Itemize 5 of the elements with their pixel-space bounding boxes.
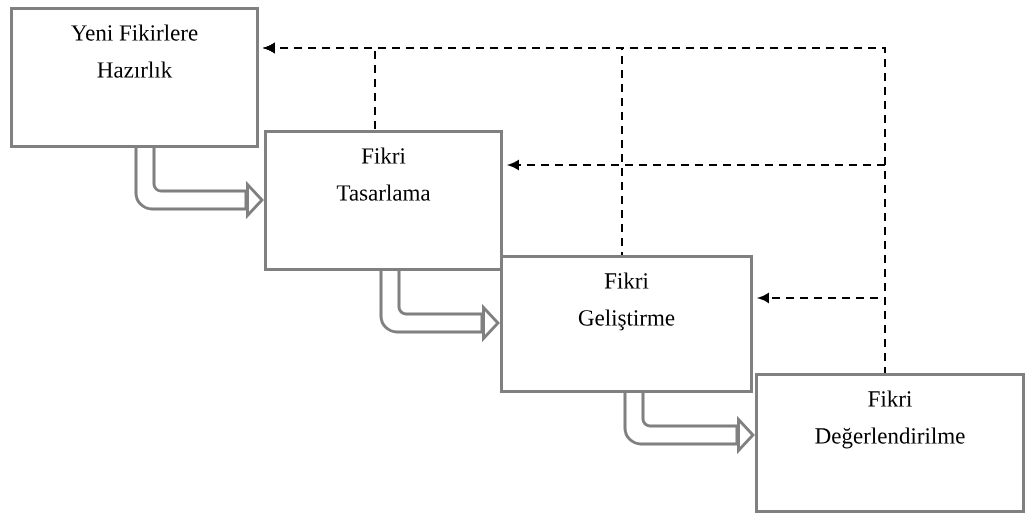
dashed-arrow (759, 293, 886, 374)
process-box: Yeni Fikirlere Hazırlık (10, 7, 259, 148)
process-box: Fikri Geliştirme (500, 255, 753, 393)
process-box: Fikri Tasarlama (264, 130, 503, 271)
process-box: Fikri Değerlendirilme (755, 373, 1025, 513)
